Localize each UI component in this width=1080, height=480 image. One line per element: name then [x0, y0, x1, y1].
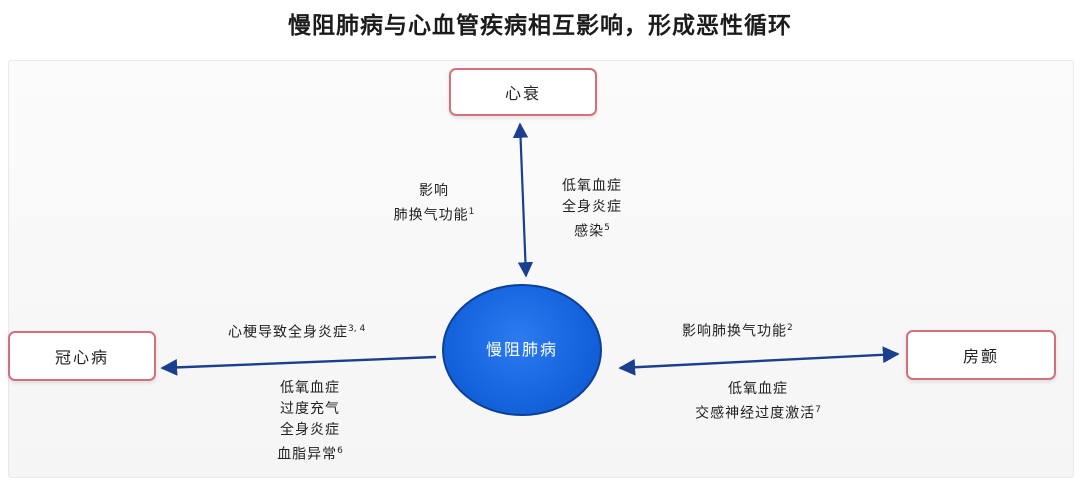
label-line: 全身炎症 — [540, 197, 644, 218]
label-left-bottom: 低氧血症过度充气全身炎症血脂异常6 — [250, 378, 370, 466]
label-text: 交感神经过度激活 — [695, 405, 816, 422]
node-coronary-heart-disease: 冠心病 — [8, 331, 156, 381]
label-right-top: 影响肺换气功能2 — [682, 318, 793, 343]
node-heart-failure: 心衰 — [449, 68, 597, 116]
label-line: 影响 — [372, 181, 496, 202]
label-text: 影响肺换气功能 — [682, 323, 787, 340]
label-text: 全身炎症 — [562, 199, 622, 215]
reference-number: 5 — [604, 223, 610, 233]
reference-number: 7 — [815, 405, 821, 415]
arrow-left — [160, 355, 437, 376]
label-text: 低氧血症 — [728, 381, 788, 397]
label-text: 血脂异常 — [277, 446, 338, 463]
reference-number: 2 — [787, 323, 793, 333]
label-line: 低氧血症 — [680, 379, 836, 400]
label-text: 低氧血症 — [562, 178, 622, 194]
label-text: 全身炎症 — [280, 422, 340, 438]
page-title: 慢阻肺病与心血管疾病相互影响，形成恶性循环 — [288, 13, 792, 39]
center-label: 慢阻肺病 — [485, 340, 558, 359]
label-line: 低氧血症 — [250, 378, 370, 399]
reference-number: 6 — [337, 446, 343, 456]
label-line: 过度充气 — [250, 399, 370, 420]
label-text: 过度充气 — [280, 401, 340, 417]
arrow-right — [618, 346, 900, 376]
label-line: 全身炎症 — [250, 420, 370, 441]
label-text: 低氧血症 — [280, 380, 340, 396]
label-line: 肺换气功能1 — [372, 202, 496, 227]
label-text: 影响 — [419, 183, 449, 199]
label-top-right: 低氧血症全身炎症感染5 — [540, 176, 644, 243]
node-atrial-fibrillation: 房颤 — [906, 330, 1056, 380]
reference-number: 1 — [468, 207, 475, 217]
label-left-top: 心梗导致全身炎症3, 4 — [228, 319, 365, 344]
label-right-bottom: 低氧血症交感神经过度激活7 — [680, 379, 836, 425]
arrow-top-vertical — [512, 122, 534, 278]
label-text: 感染 — [574, 223, 605, 240]
reference-number: 3, 4 — [348, 324, 366, 334]
label-top-left: 影响肺换气功能1 — [372, 181, 496, 227]
label-line: 低氧血症 — [540, 176, 644, 197]
label-line: 交感神经过度激活7 — [680, 400, 836, 425]
label-line: 血脂异常6 — [250, 441, 370, 466]
node-copd-center: 慢阻肺病 — [442, 284, 602, 416]
label-text: 肺换气功能 — [393, 207, 469, 224]
label-text: 心梗导致全身炎症 — [228, 324, 348, 341]
label-line: 影响肺换气功能2 — [682, 318, 793, 343]
label-line: 感染5 — [540, 218, 644, 243]
label-line: 心梗导致全身炎症3, 4 — [228, 319, 365, 344]
